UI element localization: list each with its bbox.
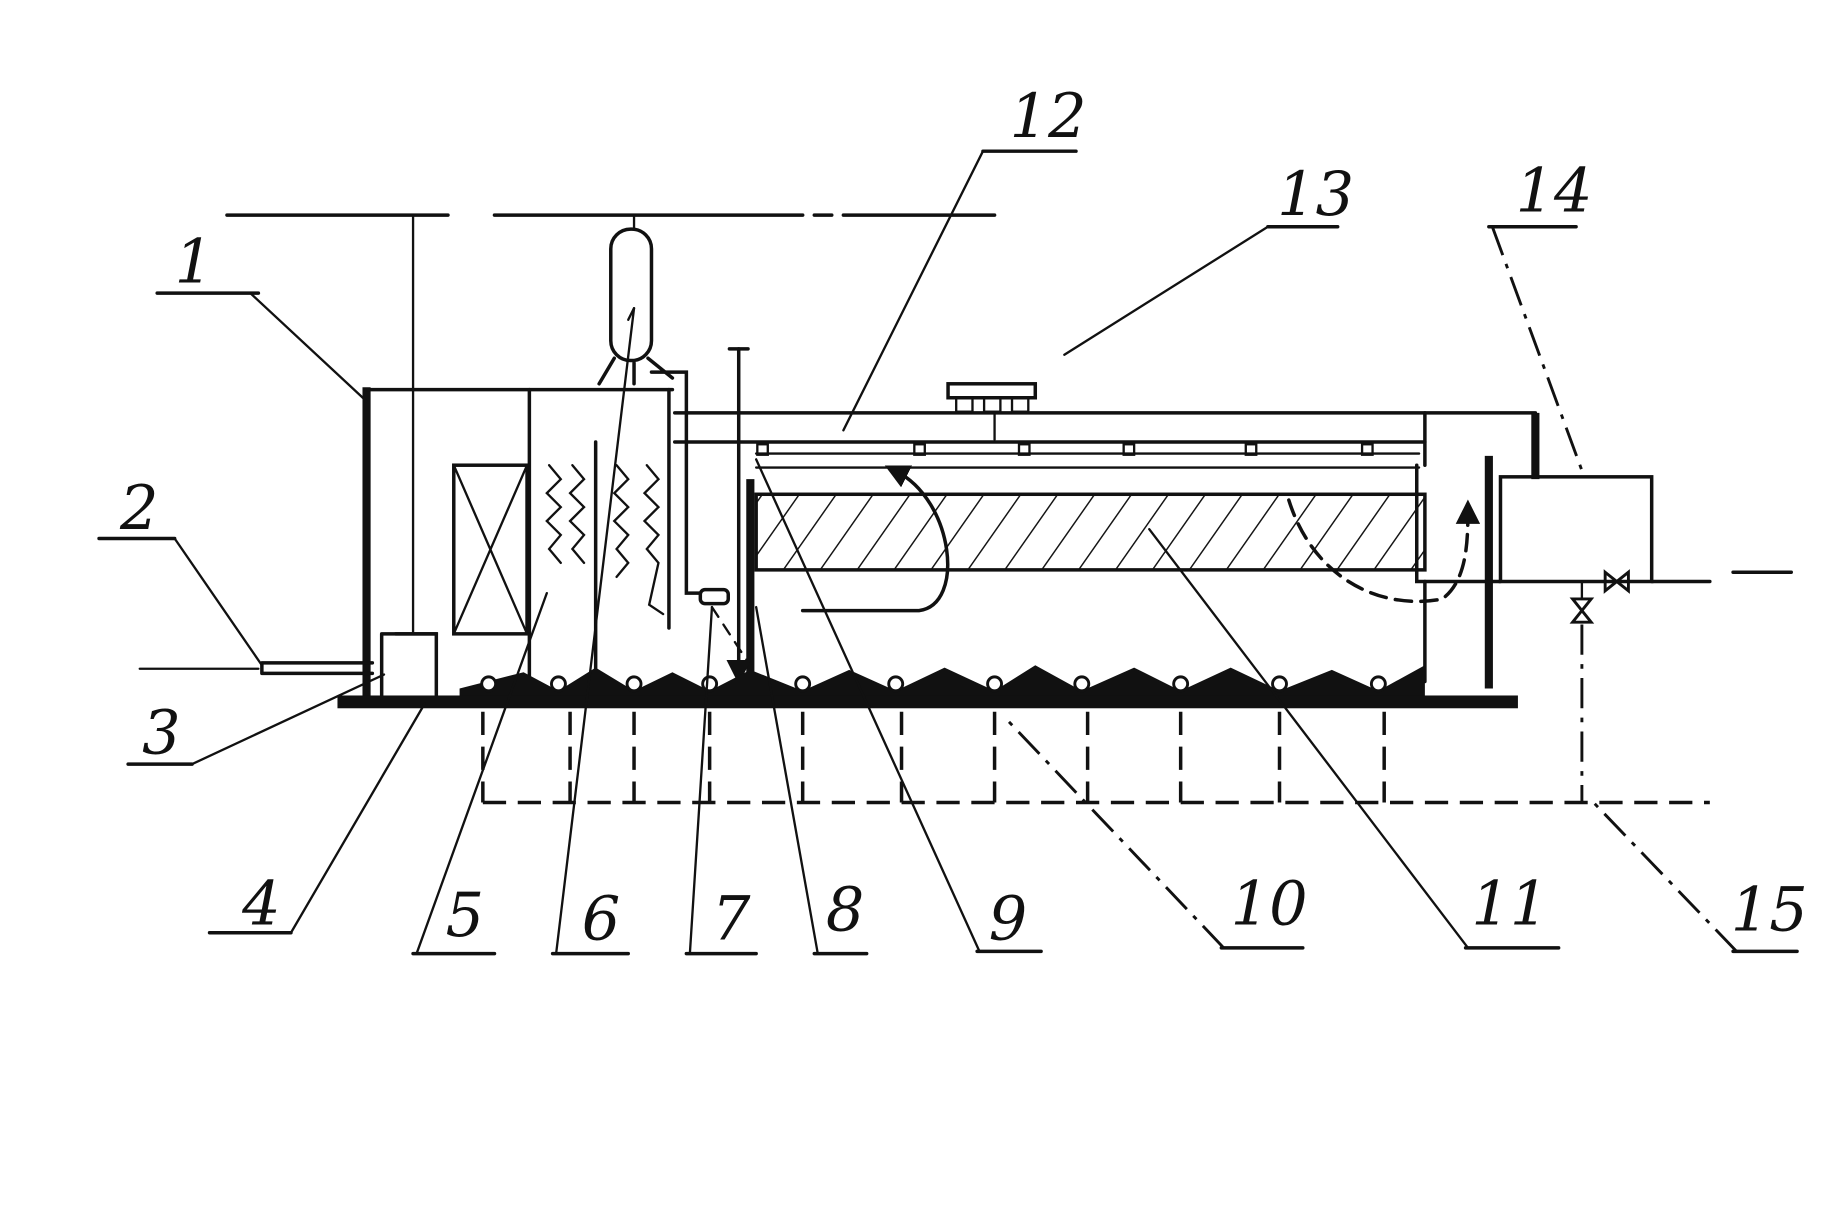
main-tube [673, 347, 1427, 691]
callout-9: 9 [754, 458, 1043, 955]
callout-5: 5 [411, 591, 548, 956]
callout-label-4: 4 [241, 870, 280, 940]
filter-box [452, 463, 529, 636]
box-14 [1498, 475, 1654, 584]
callout-14: 14 [1487, 157, 1593, 478]
callout-label-12: 12 [1010, 82, 1087, 152]
callout-13: 13 [1063, 160, 1354, 356]
material-bed [459, 665, 1425, 696]
callout-3: 3 [126, 673, 386, 769]
flow-arrows [710, 465, 1481, 676]
top-fitting [946, 382, 1038, 441]
callout-label-1: 1 [175, 228, 213, 298]
hatched-charge [754, 492, 1427, 572]
heating-coils [545, 464, 665, 616]
callout-1: 1 [155, 228, 368, 403]
valve-icon [1603, 569, 1630, 594]
callout-15: 15 [1592, 801, 1808, 954]
gas-manifold [481, 711, 1710, 805]
callout-label-7: 7 [712, 885, 751, 955]
callout-6: 6 [550, 307, 636, 956]
callout-label-2: 2 [119, 474, 158, 544]
callout-label-15: 15 [1731, 875, 1808, 945]
callout-7: 7 [684, 605, 758, 956]
vertical-vessel [597, 227, 730, 606]
callout-label-9: 9 [989, 885, 1027, 955]
callout-11: 11 [1148, 528, 1561, 950]
nozzle-row [756, 443, 1374, 456]
valve-icon [1569, 597, 1595, 624]
callout-label-6: 6 [582, 885, 620, 955]
callout-label-5: 5 [446, 881, 484, 951]
base-slab [337, 695, 1518, 709]
callout-4: 4 [207, 702, 426, 940]
callout-2: 2 [97, 474, 264, 667]
callout-label-3: 3 [142, 699, 180, 769]
callout-label-11: 11 [1471, 870, 1548, 940]
callout-label-14: 14 [1516, 157, 1593, 227]
callout-8: 8 [754, 605, 869, 956]
callout-label-13: 13 [1277, 160, 1354, 230]
callout-label-8: 8 [826, 875, 864, 945]
callout-label-10: 10 [1231, 870, 1308, 940]
callout-10: 10 [1001, 714, 1308, 950]
callout-12: 12 [842, 82, 1087, 432]
right-chamber [1415, 411, 1793, 803]
